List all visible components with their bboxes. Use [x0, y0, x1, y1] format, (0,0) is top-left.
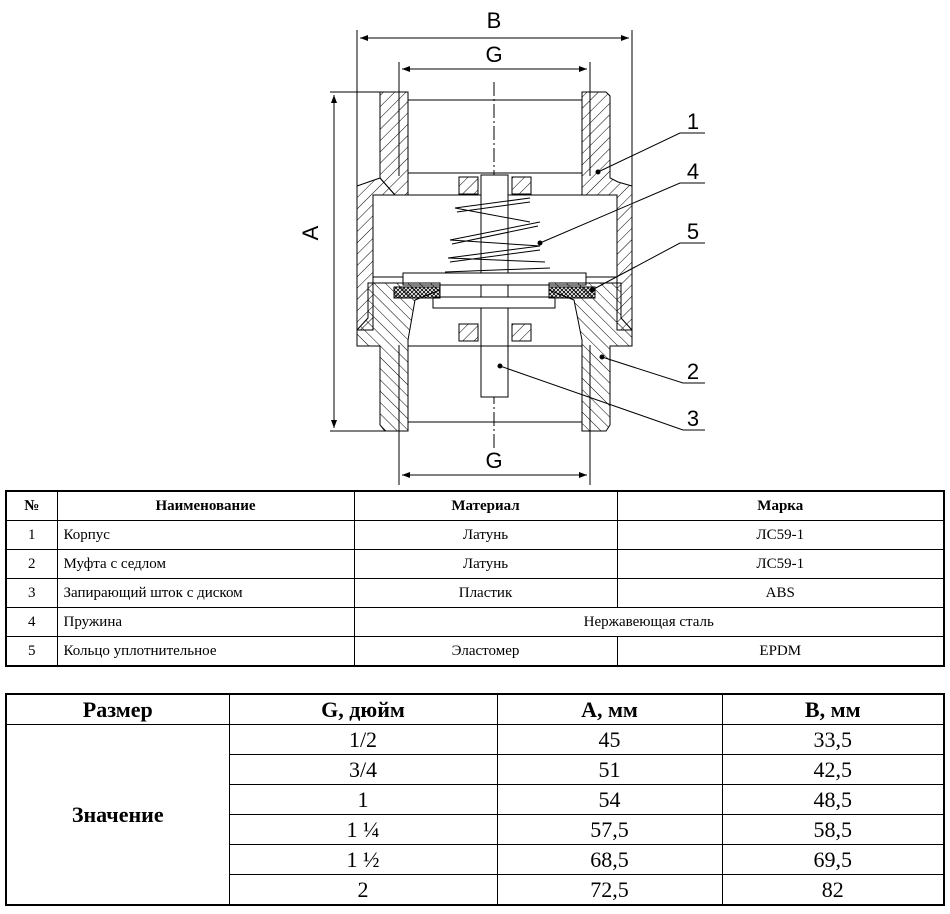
part-number: 4 — [5, 607, 58, 637]
table-row: 1 Корпус Латунь ЛС59-1 — [5, 520, 945, 550]
part-material-grade: Нержавеющая сталь — [353, 607, 945, 637]
header-size: Размер — [5, 693, 230, 725]
size-a: 51 — [496, 754, 723, 785]
size-b: 69,5 — [721, 844, 945, 875]
dim-label-g-top: G — [485, 42, 502, 67]
size-a: 68,5 — [496, 844, 723, 875]
part-grade: ABS — [616, 578, 945, 608]
size-b: 82 — [721, 874, 945, 906]
part-number: 1 — [5, 520, 58, 550]
header-g: G, дюйм — [228, 693, 498, 725]
part-name: Муфта с седлом — [56, 549, 355, 579]
callout-4: 4 — [687, 159, 699, 184]
size-b: 33,5 — [721, 724, 945, 755]
size-a: 45 — [496, 724, 723, 755]
size-a: 57,5 — [496, 814, 723, 845]
callout-leaders — [497, 132, 705, 431]
table-row: 1 ¼ 57,5 58,5 — [6, 814, 945, 845]
header-a: A, мм — [496, 693, 723, 725]
size-g: 3/4 — [228, 754, 498, 785]
sizes-table: Размер G, дюйм A, мм B, мм Значение 1/2 … — [5, 693, 945, 906]
size-b: 58,5 — [721, 814, 945, 845]
table-header-row: № Наименование Материал Марка — [5, 490, 945, 521]
part-material: Латунь — [353, 549, 618, 579]
header-number: № — [5, 490, 58, 521]
table-header-row: Размер G, дюйм A, мм B, мм — [5, 693, 945, 725]
parts-table: № Наименование Материал Марка 1 Корпус Л… — [5, 490, 945, 667]
part-grade: ЛС59-1 — [616, 549, 945, 579]
part-name: Кольцо уплотнительное — [56, 636, 355, 667]
valve-cross-section-drawing: B G G A 1 4 5 2 3 — [298, 8, 705, 485]
part-grade: ЛС59-1 — [616, 520, 945, 550]
part-number: 5 — [5, 636, 58, 667]
table-row: 2 72,5 82 — [6, 874, 945, 906]
size-g: 1 — [228, 784, 498, 815]
table-row: 3/4 51 42,5 — [6, 754, 945, 785]
table-row: 1 54 48,5 — [6, 784, 945, 815]
part-name: Корпус — [56, 520, 355, 550]
header-b: B, мм — [721, 693, 945, 725]
size-a: 54 — [496, 784, 723, 815]
header-name: Наименование — [56, 490, 355, 521]
size-g: 1/2 — [228, 724, 498, 755]
part-number: 3 — [5, 578, 58, 608]
dim-label-a: A — [298, 225, 323, 240]
table-row: Значение 1/2 45 33,5 — [5, 724, 945, 906]
table-row: 1 ½ 68,5 69,5 — [6, 844, 945, 875]
part-grade: EPDM — [616, 636, 945, 667]
table-row: 5 Кольцо уплотнительное Эластомер EPDM — [5, 636, 945, 667]
table-row: 3 Запирающий шток с диском Пластик ABS — [5, 578, 945, 608]
table-row: 4 Пружина Нержавеющая сталь — [5, 607, 945, 637]
size-g: 1 ½ — [228, 844, 498, 875]
part-name: Запирающий шток с диском — [56, 578, 355, 608]
stem-part-3 — [480, 174, 509, 398]
part-number: 2 — [5, 549, 58, 579]
size-a: 72,5 — [496, 874, 723, 906]
size-g: 2 — [228, 874, 498, 906]
dim-label-g-bottom: G — [485, 448, 502, 473]
part-material: Пластик — [353, 578, 618, 608]
size-b: 48,5 — [721, 784, 945, 815]
callout-2: 2 — [687, 359, 699, 384]
part-material: Латунь — [353, 520, 618, 550]
coupling-part-2 — [356, 282, 633, 432]
table-row: 2 Муфта с седлом Латунь ЛС59-1 — [5, 549, 945, 579]
spring-part-4 — [444, 197, 551, 273]
part-material: Эластомер — [353, 636, 618, 667]
size-b: 42,5 — [721, 754, 945, 785]
size-g: 1 ¼ — [228, 814, 498, 845]
callout-1: 1 — [687, 109, 699, 134]
callout-5: 5 — [687, 219, 699, 244]
dim-label-b: B — [487, 8, 502, 33]
row-label-value: Значение — [5, 724, 230, 906]
header-grade: Марка — [616, 490, 945, 521]
header-material: Материал — [353, 490, 618, 521]
part-name: Пружина — [56, 607, 355, 637]
callout-3: 3 — [687, 406, 699, 431]
